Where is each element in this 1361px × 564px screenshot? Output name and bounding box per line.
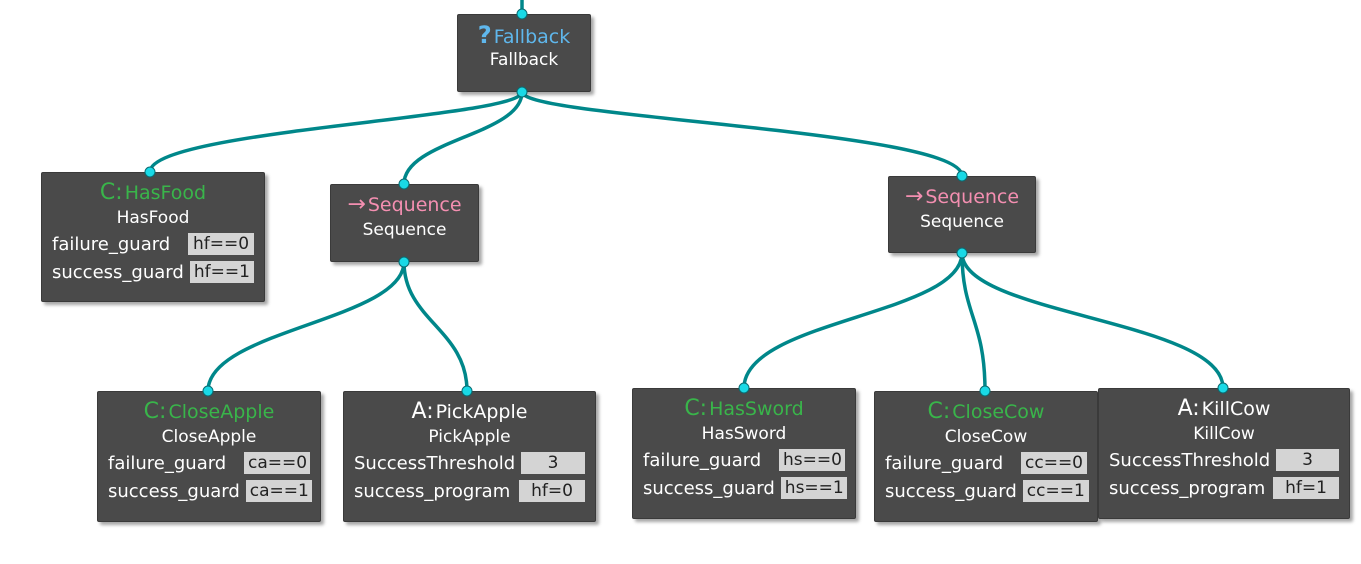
port-key: success_guard — [643, 477, 775, 499]
port-dot[interactable] — [202, 385, 214, 397]
port-value-field[interactable]: hf=1 — [1273, 477, 1339, 499]
condition-icon: C: — [99, 180, 123, 205]
port-row: failure_guard cc==0 — [875, 449, 1097, 477]
node-fallback[interactable]: ? Fallback Fallback — [457, 14, 591, 92]
port-dot[interactable] — [956, 170, 968, 182]
node-killcow[interactable]: A: KillCow KillCow SuccessThreshold 3 su… — [1098, 388, 1350, 519]
node-type-label: PickApple — [435, 401, 528, 423]
node-type-label: KillCow — [1201, 398, 1271, 420]
node-name: Sequence — [920, 212, 1004, 232]
port-value-field[interactable]: cc==1 — [1022, 480, 1089, 502]
condition-icon: C: — [143, 399, 167, 424]
port-value-field[interactable]: 3 — [521, 452, 585, 474]
edge-sequence1-pickapple — [402, 261, 469, 392]
edge-fallback-sequence2 — [520, 91, 964, 177]
edge-sequence2-closecow — [960, 252, 987, 392]
port-row: SuccessThreshold 3 — [344, 449, 595, 477]
port-key: success_program — [1109, 477, 1266, 499]
node-hasfood[interactable]: C: HasFood HasFood failure_guard hf==0 s… — [41, 172, 265, 302]
port-key: success_program — [354, 480, 511, 502]
port-row: success_guard cc==1 — [875, 477, 1097, 505]
question-mark-icon: ? — [477, 21, 492, 49]
port-dot[interactable] — [979, 385, 991, 397]
action-icon: A: — [1177, 396, 1200, 421]
arrow-right-icon: → — [347, 192, 366, 217]
port-row: success_guard ca==1 — [98, 477, 320, 505]
node-name: KillCow — [1193, 424, 1255, 444]
arrow-right-icon: → — [904, 184, 924, 209]
port-key: success_guard — [885, 480, 1017, 502]
node-name: PickApple — [428, 427, 511, 447]
port-key: SuccessThreshold — [354, 452, 516, 474]
edge-fallback-sequence1 — [402, 91, 524, 185]
node-hassword[interactable]: C: HasSword HasSword failure_guard hs==0… — [632, 388, 856, 519]
node-type-label: Fallback — [493, 26, 571, 48]
port-value-field[interactable]: hf==1 — [189, 261, 254, 283]
node-type-label: HasFood — [124, 182, 207, 204]
node-name: HasSword — [701, 424, 787, 444]
condition-icon: C: — [927, 399, 951, 424]
port-row: failure_guard ca==0 — [98, 449, 320, 477]
action-icon: A: — [411, 399, 434, 424]
node-closeapple[interactable]: C: CloseApple CloseApple failure_guard c… — [97, 391, 321, 522]
port-key: failure_guard — [108, 452, 227, 474]
port-dot[interactable] — [516, 8, 528, 20]
node-name: Sequence — [362, 220, 447, 240]
port-dot[interactable] — [398, 256, 410, 268]
port-dot[interactable] — [956, 247, 968, 259]
node-name: Fallback — [489, 50, 559, 70]
node-closecow[interactable]: C: CloseCow CloseCow failure_guard cc==0… — [874, 391, 1098, 522]
port-dot[interactable] — [144, 166, 156, 178]
port-dot[interactable] — [398, 178, 410, 190]
port-dot[interactable] — [738, 382, 750, 394]
port-value-field[interactable]: 3 — [1276, 449, 1339, 471]
port-dot[interactable] — [461, 385, 473, 397]
port-key: failure_guard — [885, 452, 1004, 474]
node-type-label: CloseCow — [952, 401, 1045, 423]
node-sequence-2[interactable]: → Sequence Sequence — [888, 176, 1036, 253]
node-name: HasFood — [116, 208, 190, 228]
node-name: CloseCow — [944, 427, 1028, 447]
port-value-field[interactable]: hs==1 — [780, 477, 847, 499]
port-value-field[interactable]: hf=0 — [519, 480, 585, 502]
port-value-field[interactable]: ca==1 — [245, 480, 312, 502]
port-key: success_guard — [108, 480, 240, 502]
edge-sequence1-closeapple — [206, 261, 406, 392]
node-type-label: Sequence — [925, 186, 1020, 208]
node-pickapple[interactable]: A: PickApple PickApple SuccessThreshold … — [343, 391, 596, 522]
port-row: success_guard hs==1 — [633, 474, 855, 502]
port-dot[interactable] — [516, 86, 528, 98]
edge-sequence2-killcow — [960, 252, 1225, 389]
port-row: SuccessThreshold 3 — [1099, 446, 1349, 474]
node-sequence-1[interactable]: → Sequence Sequence — [330, 184, 479, 262]
port-key: failure_guard — [643, 449, 762, 471]
edge-sequence2-hassword — [742, 252, 964, 389]
node-type-label: HasSword — [709, 398, 804, 420]
node-type-label: CloseApple — [168, 401, 275, 423]
port-row: failure_guard hf==0 — [42, 230, 264, 258]
port-key: failure_guard — [52, 233, 171, 255]
edge-fallback-hasfood — [148, 91, 524, 173]
port-value-field[interactable]: cc==0 — [1021, 452, 1087, 474]
port-row: failure_guard hs==0 — [633, 446, 855, 474]
port-value-field[interactable]: ca==0 — [244, 452, 310, 474]
condition-icon: C: — [684, 396, 708, 421]
port-key: SuccessThreshold — [1109, 449, 1271, 471]
port-row: success_program hf=0 — [344, 477, 595, 505]
port-row: success_guard hf==1 — [42, 258, 264, 286]
port-dot[interactable] — [1217, 382, 1229, 394]
port-key: success_guard — [52, 261, 184, 283]
port-value-field[interactable]: hf==0 — [188, 233, 254, 255]
node-type-label: Sequence — [367, 194, 462, 216]
port-row: success_program hf=1 — [1099, 474, 1349, 502]
node-name: CloseApple — [161, 427, 257, 447]
port-value-field[interactable]: hs==0 — [779, 449, 845, 471]
